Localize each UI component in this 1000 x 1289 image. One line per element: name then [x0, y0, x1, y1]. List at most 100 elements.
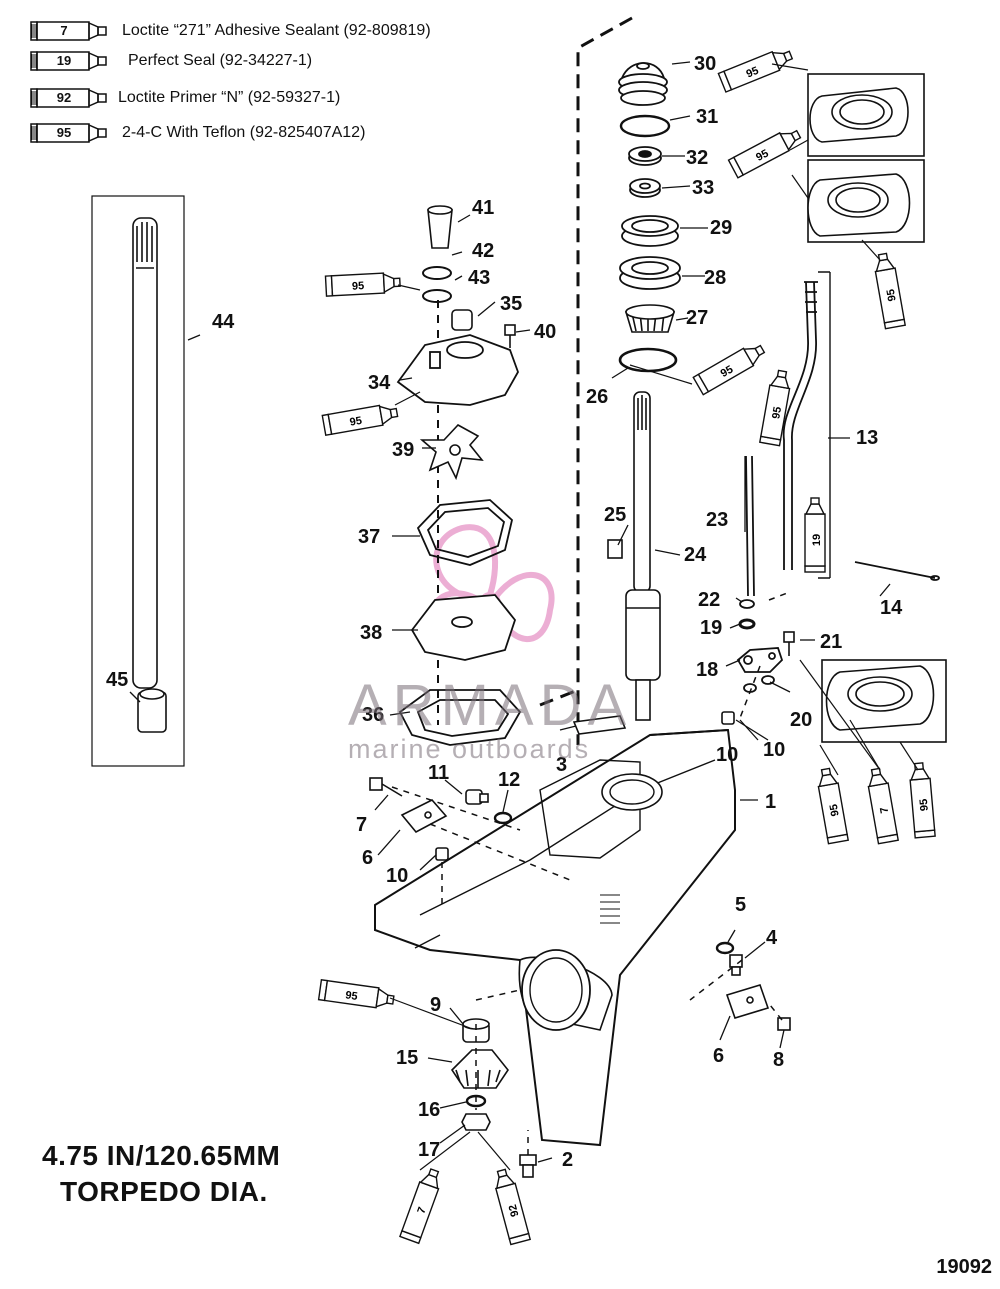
part-5-washer [715, 941, 735, 955]
legend-code: 19 [56, 53, 72, 68]
part-19-seal [738, 618, 756, 630]
sealant-code-label: 19 [811, 534, 823, 546]
sealant-tube-icon [864, 766, 899, 845]
callout-19: 19 [700, 617, 723, 639]
sealant-tube-icon: 19 [30, 50, 108, 72]
sealant-tube-icon: 7 [30, 20, 108, 42]
callout-7: 7 [356, 814, 368, 836]
watermark-tagline: marine outboards [348, 734, 591, 764]
sealant-code-label: 95 [918, 798, 931, 811]
part-17-nut [461, 1113, 491, 1131]
seal-detail-box [807, 159, 925, 243]
torpedo-diameter-line-1: 4.75 IN/120.65MM [42, 1140, 281, 1171]
part-3-pad [572, 715, 627, 735]
legend-text: 2-4-C With Teflon (92-825407A12) [122, 124, 366, 141]
callout-34: 34 [368, 372, 391, 394]
figure-id: 19092 [936, 1256, 992, 1278]
driveshaft-axis-line [539, 16, 633, 745]
callout-42: 42 [472, 240, 495, 262]
callout-32: 32 [686, 147, 709, 169]
sealant-code-label: 95 [352, 280, 365, 293]
sealant-tube-icon [399, 1166, 445, 1244]
part-21-screw [783, 631, 795, 656]
part-32-seal [628, 146, 662, 166]
legend-row-95: 95 2-4-C With Teflon (92-825407A12) [30, 120, 365, 146]
callout-1: 1 [765, 791, 777, 813]
legend-code: 7 [60, 23, 68, 38]
callout-38: 38 [360, 622, 383, 644]
sealant-code-label: 95 [885, 288, 899, 302]
sealant-code-label: 95 [754, 148, 770, 164]
callout-3: 3 [556, 754, 568, 776]
part-6-anode [400, 799, 448, 834]
callout-33: 33 [692, 177, 715, 199]
seal-detail-box [821, 659, 947, 743]
callout-10: 10 [716, 744, 739, 766]
callout-28: 28 [704, 267, 727, 289]
part-4-fitting [729, 954, 743, 976]
part-29-retainer [621, 215, 679, 247]
part-43-o-ring [422, 266, 452, 280]
part-38-plate [410, 594, 517, 661]
legend-row-92: 92 Loctite Primer “N” (92-59327-1) [30, 85, 340, 111]
part-1-gearcase [374, 728, 736, 1147]
callout-20: 20 [790, 709, 813, 731]
part-27-tapered-bearing [624, 304, 676, 333]
legend-text: Perfect Seal (92-34227-1) [128, 52, 313, 69]
callout-12: 12 [498, 769, 521, 791]
legend-row-19: 19 Perfect Seal (92-34227-1) [30, 48, 312, 74]
sealant-code-label: 95 [345, 989, 359, 1003]
callout-24: 24 [684, 544, 707, 566]
part-36-gasket [398, 689, 522, 746]
sealant-tube-icon: 95 [30, 122, 108, 144]
part-18-shift-crank [736, 647, 784, 673]
callout-16: 16 [418, 1099, 441, 1121]
part-20-washer [761, 675, 775, 685]
callout-10: 10 [763, 739, 786, 761]
callout-27: 27 [686, 307, 709, 329]
part-14-pin [854, 561, 940, 581]
part-10-dowel [435, 847, 449, 861]
callout-17: 17 [418, 1139, 441, 1161]
callout-leader-lines [129, 61, 891, 1163]
part-37-gasket [416, 499, 513, 566]
callout-36: 36 [362, 704, 385, 726]
callout-26: 26 [586, 386, 609, 408]
legend-code: 92 [56, 90, 72, 105]
callout-15: 15 [396, 1047, 419, 1069]
part-8-nut [777, 1017, 791, 1031]
callout-37: 37 [358, 526, 381, 548]
sealant-code-label: 7 [878, 806, 891, 814]
legend-row-7: 7 Loctite “271” Adhesive Sealant (92-809… [30, 18, 431, 44]
part-41-insert [427, 205, 453, 249]
part-6-anode [725, 984, 770, 1019]
callout-35: 35 [500, 293, 523, 315]
callout-43: 43 [468, 267, 491, 289]
part-22-washer [739, 599, 755, 609]
sealant-code-label: 95 [719, 363, 736, 380]
callout-6: 6 [362, 847, 374, 869]
callout-30: 30 [694, 53, 717, 75]
callout-22: 22 [698, 589, 721, 611]
callout-40: 40 [534, 321, 557, 343]
part-23-shift-rod [745, 455, 755, 597]
part-28-bearing-cup [619, 256, 681, 290]
torpedo-diameter-line-2: TORPEDO DIA. [60, 1176, 268, 1207]
driveshaft-box [91, 195, 185, 767]
callout-10: 10 [386, 865, 409, 887]
part-40-screw [504, 324, 516, 348]
part-2-screw [519, 1154, 537, 1178]
callout-8: 8 [773, 1049, 785, 1071]
callout-44: 44 [212, 311, 235, 333]
callout-21: 21 [820, 631, 843, 653]
part-11-fitting [465, 789, 489, 805]
part-45-sleeve [137, 688, 167, 733]
assembly-leader-lines [391, 591, 791, 1155]
sealant-tube-icon: 92 [30, 87, 108, 109]
tube-leader-lines [389, 63, 919, 1171]
callout-11: 11 [428, 762, 450, 784]
part-12-washer [493, 811, 513, 825]
part-13-shift-shaft [782, 271, 831, 579]
part-44-driveshaft [132, 217, 158, 689]
